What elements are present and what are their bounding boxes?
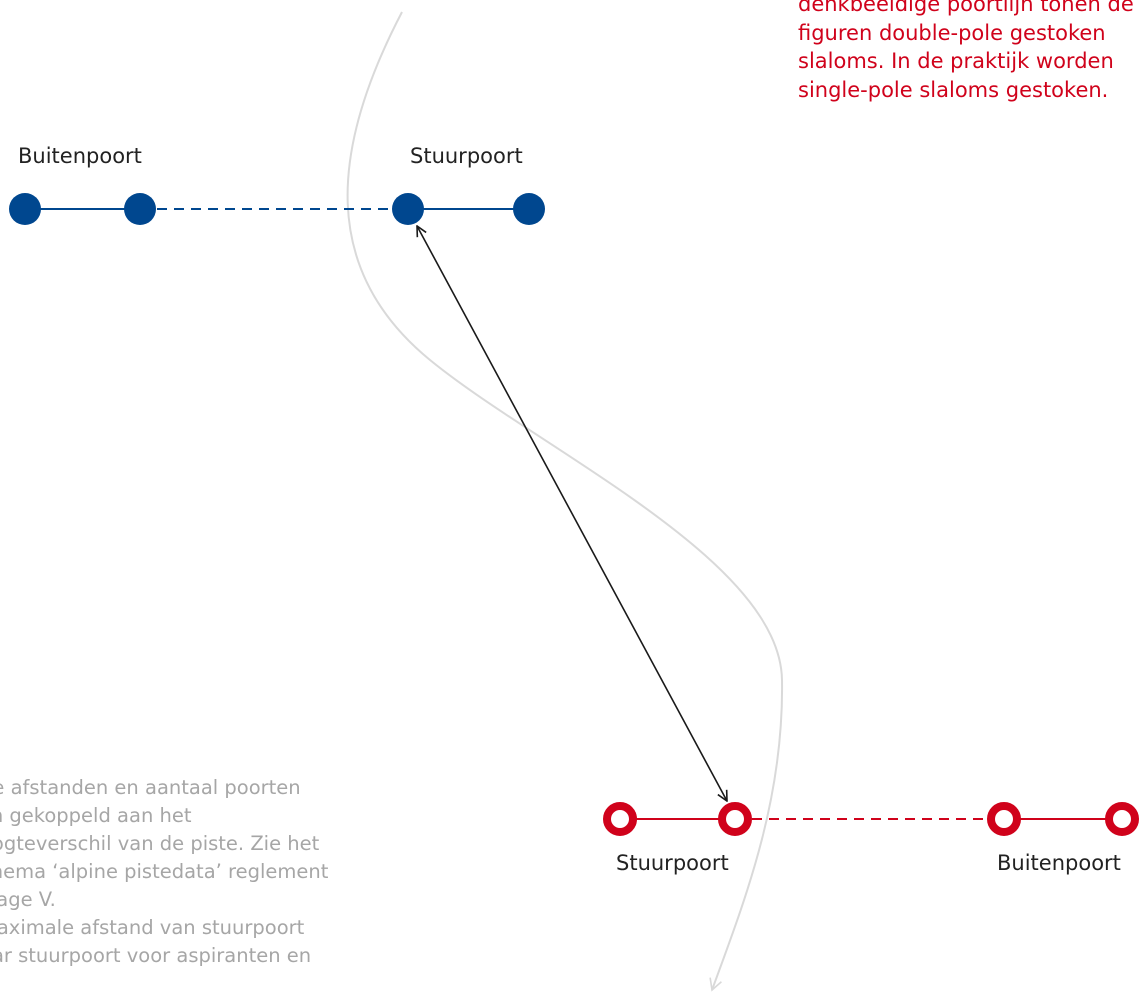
label-stuurpoort-top: Stuurpoort <box>410 144 523 168</box>
note-red-line: denkbeeldige poortlijn tonen de <box>798 0 1134 16</box>
red-gate-icon <box>987 802 1021 836</box>
note-red-line: figuren double-pole gestoken <box>798 20 1106 45</box>
label-buitenpoort-top: Buitenpoort <box>18 144 142 168</box>
blue-gate-icon <box>9 193 41 225</box>
red-gate-icon <box>718 802 752 836</box>
blue-gate-icon <box>124 193 156 225</box>
note-red-line: slaloms. In de praktijk worden <box>798 49 1114 73</box>
note-grey-line: aar stuurpoort voor aspiranten en <box>0 944 312 967</box>
top-gate-row <box>9 193 545 225</box>
red-gate-icon <box>603 802 637 836</box>
note-grey-line: de afstanden en aantaal poorten <box>0 776 301 799</box>
note-grey: de afstanden en aantaal poorten ijn geko… <box>0 774 360 970</box>
distance-arrow <box>417 226 727 801</box>
note-grey-line: ijn gekoppeld aan het <box>0 804 192 827</box>
note-grey-line: chema ‘alpine pistedata’ reglement <box>0 860 329 883</box>
blue-gate-icon <box>392 193 424 225</box>
note-grey-line: ijlage V. <box>0 888 56 911</box>
label-stuurpoort-bottom: Stuurpoort <box>616 851 729 875</box>
note-grey-line: Maximale afstand van stuurpoort <box>0 916 305 939</box>
blue-gate-icon <box>513 193 545 225</box>
note-grey-line: oogteverschil van de piste. Zie het <box>0 832 320 855</box>
red-gate-icon <box>1105 802 1139 836</box>
note-red: denkbeeldige poortlijn tonen de figuren … <box>798 0 1141 104</box>
note-red-line: single-pole slaloms gestoken. <box>798 77 1109 102</box>
bottom-gate-row <box>603 802 1139 836</box>
label-buitenpoort-bottom: Buitenpoort <box>997 851 1121 875</box>
